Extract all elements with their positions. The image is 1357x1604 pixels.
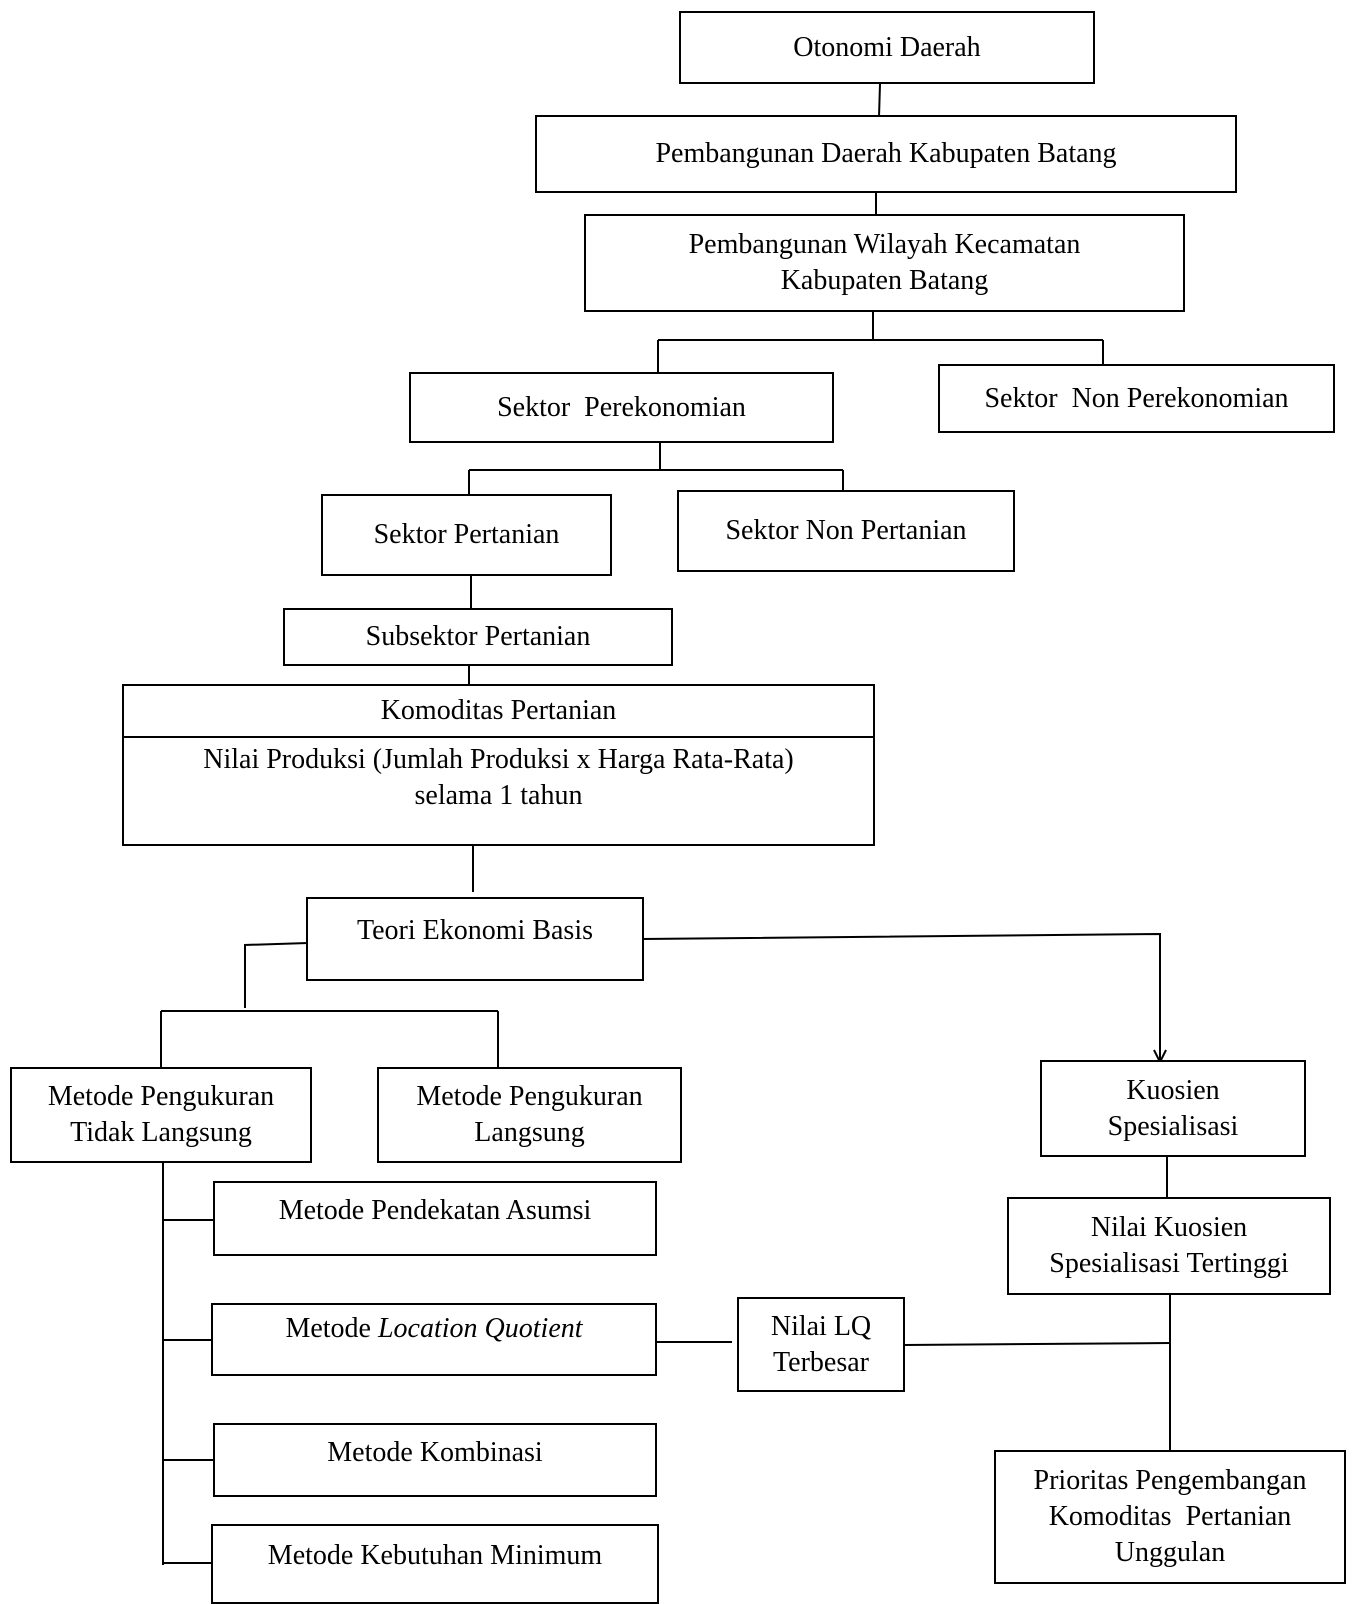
- node-pembangunan-daerah: Pembangunan Daerah Kabupaten Batang: [535, 115, 1237, 193]
- node-label-line: selama 1 tahun: [414, 780, 583, 811]
- node-label-prefix: Metode: [285, 1313, 378, 1344]
- node-label-line: Nilai LQ: [770, 1310, 872, 1342]
- komoditas-body: Nilai Produksi (Jumlah Produksi x Harga …: [203, 738, 794, 814]
- node-prioritas-pengembangan: Prioritas Pengembangan Komoditas Pertani…: [994, 1450, 1346, 1584]
- node-label-line: Nilai Produksi (Jumlah Produksi x Harga …: [203, 744, 794, 775]
- node-kuosien-spesialisasi: Kuosien Spesialisasi: [1040, 1060, 1306, 1157]
- node-label: Metode Location Quotient: [285, 1311, 582, 1347]
- node-metode-kombinasi: Metode Kombinasi: [213, 1423, 657, 1497]
- node-komoditas-pertanian: Komoditas Pertanian Nilai Produksi (Juml…: [122, 684, 875, 846]
- connector: [903, 1342, 1171, 1346]
- node-subsektor-pertanian: Subsektor Pertanian: [283, 608, 673, 666]
- node-metode-tidak-langsung: Metode Pengukuran Tidak Langsung: [10, 1067, 312, 1163]
- node-label: Pembangunan Daerah Kabupaten Batang: [655, 138, 1117, 169]
- node-label: Metode Kombinasi: [327, 1437, 543, 1468]
- node-label: Otonomi Daerah: [793, 31, 981, 63]
- node-label: Sektor Perekonomian: [497, 391, 746, 423]
- node-nilai-lq-terbesar: Nilai LQ Terbesar: [737, 1297, 905, 1392]
- node-teori-ekonomi-basis: Teori Ekonomi Basis: [306, 897, 644, 981]
- node-label-line: Kabupaten Batang: [780, 265, 989, 296]
- connector: [244, 942, 309, 1008]
- node-metode-pendekatan-asumsi: Metode Pendekatan Asumsi: [213, 1181, 657, 1256]
- node-sektor-non-perekonomian: Sektor Non Perekonomian: [938, 364, 1335, 433]
- node-label-line: Metode Pengukuran: [416, 1081, 643, 1112]
- node-label: Sektor Non Pertanian: [725, 515, 967, 546]
- node-label-line: Prioritas Pengembangan: [1033, 1465, 1307, 1496]
- node-label-line: Nilai Kuosien: [1090, 1212, 1248, 1243]
- node-label-line: Spesialisasi: [1107, 1110, 1239, 1142]
- node-sektor-perekonomian: Sektor Perekonomian: [409, 372, 834, 443]
- node-metode-kebutuhan-minimum: Metode Kebutuhan Minimum: [211, 1524, 659, 1604]
- node-label: Metode Kebutuhan Minimum: [267, 1540, 603, 1571]
- node-label: Komoditas Pertanian: [380, 695, 617, 726]
- node-sektor-pertanian: Sektor Pertanian: [321, 494, 612, 576]
- node-nilai-kuosien-tertinggi: Nilai Kuosien Spesialisasi Tertinggi: [1007, 1197, 1331, 1295]
- node-label-line: Spesialisasi Tertinggi: [1049, 1248, 1289, 1279]
- node-label-line: Tidak Langsung: [70, 1117, 252, 1148]
- node-label-line: Metode Pengukuran: [47, 1081, 275, 1112]
- connector: [878, 83, 881, 118]
- node-label-line: Komoditas Pertanian: [1048, 1501, 1292, 1532]
- node-metode-langsung: Metode Pengukuran Langsung: [377, 1067, 682, 1163]
- node-label-line: Terbesar: [773, 1346, 869, 1378]
- node-label-line: Unggulan: [1114, 1537, 1226, 1568]
- node-label: Metode Pendekatan Asumsi: [278, 1195, 592, 1226]
- node-metode-location-quotient: Metode Location Quotient: [211, 1303, 657, 1376]
- node-otonomi-daerah: Otonomi Daerah: [679, 11, 1095, 84]
- node-label: Subsektor Pertanian: [365, 621, 591, 652]
- komoditas-header: Komoditas Pertanian: [124, 686, 873, 738]
- node-label-italic: Location Quotient: [377, 1313, 583, 1344]
- node-label: Sektor Non Perekonomian: [984, 382, 1289, 414]
- node-pembangunan-wilayah: Pembangunan Wilayah Kecamatan Kabupaten …: [584, 214, 1185, 312]
- node-label: Sektor Pertanian: [373, 519, 560, 550]
- node-label: Teori Ekonomi Basis: [356, 915, 594, 946]
- node-sektor-non-pertanian: Sektor Non Pertanian: [677, 490, 1015, 572]
- connector: [641, 932, 1161, 1060]
- node-label-line: Kuosien: [1126, 1074, 1220, 1106]
- node-label-line: Pembangunan Wilayah Kecamatan: [688, 229, 1081, 260]
- node-label-line: Langsung: [474, 1117, 585, 1148]
